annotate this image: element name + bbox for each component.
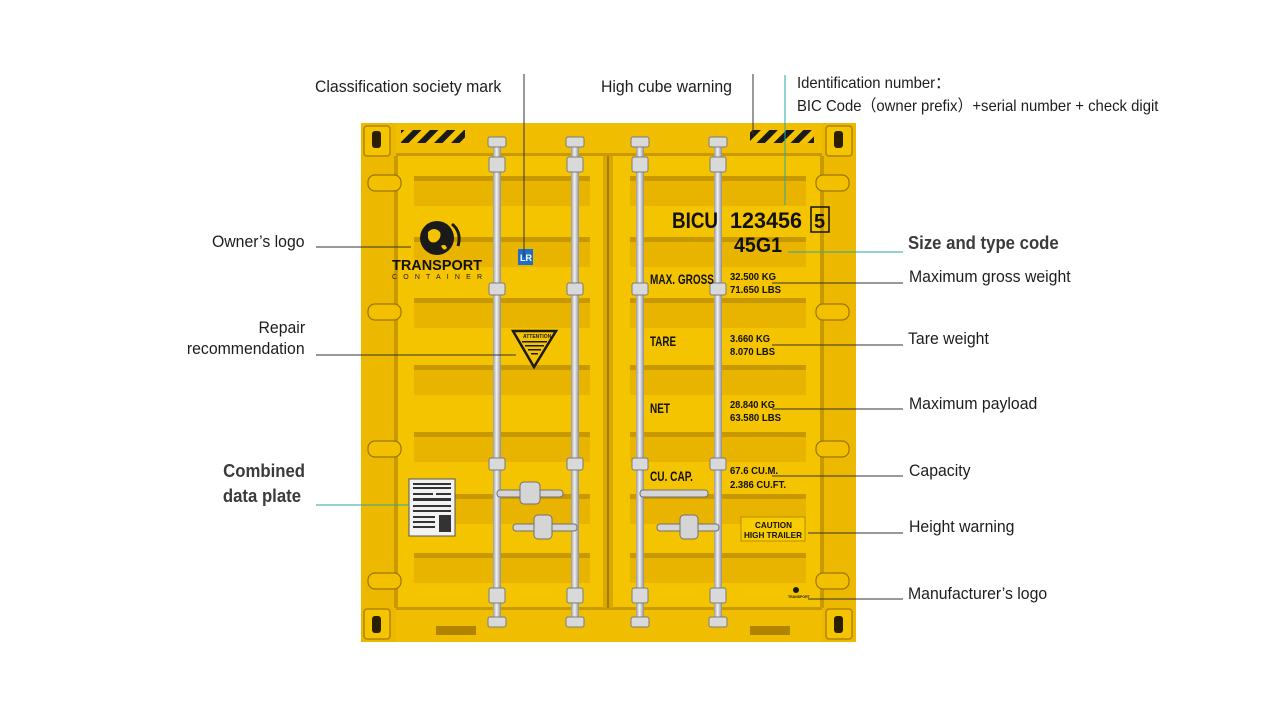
size-type-code: 45G1: [734, 234, 782, 257]
label-size-and-type-code: Size and type code: [908, 233, 1059, 253]
label-maximum-gross-weight: Maximum gross weight: [909, 267, 1071, 286]
label-manufacturers-logo: Manufacturer’s logo: [908, 584, 1048, 603]
left-corner-post: [361, 123, 396, 642]
caution-line1: CAUTION: [755, 520, 792, 530]
owner-logo-sub: CONTAINER: [392, 274, 482, 281]
check-digit: 5: [814, 211, 825, 233]
tare-kg: 3.660 KG: [730, 334, 770, 345]
lock-rods: [493, 140, 722, 626]
check-digit-box: [810, 206, 830, 233]
label-maximum-payload: Maximum payload: [909, 394, 1038, 413]
globe-logo-icon: [420, 221, 461, 255]
capacity-m3: 67.6 CU.M.: [730, 466, 778, 477]
label-identification-number: Identification number：: [797, 75, 951, 92]
classification-mark-text: LR: [520, 253, 532, 263]
label-capacity: Capacity: [909, 461, 971, 480]
leader-lines: [316, 74, 903, 600]
max-gross-lbs: 71.650 LBS: [730, 285, 781, 296]
label-height-warning: Height warning: [909, 517, 1015, 536]
capacity-label: CU. CAP.: [650, 468, 693, 484]
label-classification-society-mark: Classification society mark: [315, 77, 502, 96]
label-high-cube-warning: High cube warning: [601, 77, 732, 96]
max-gross-kg: 32.500 KG: [730, 272, 776, 283]
label-combined-data-plate-line2: data plate: [222, 486, 301, 506]
right-corner-post: [822, 123, 856, 642]
net-kg: 28.840 KG: [730, 400, 775, 411]
caution-line2: HIGH TRAILER: [744, 530, 802, 540]
max-gross-label: MAX. GROSS: [650, 271, 714, 287]
hazard-stripe-right: [750, 130, 814, 143]
tare-lbs: 8.070 LBS: [730, 347, 775, 358]
bottom-rail: [361, 608, 856, 642]
tare-label: TARE: [650, 333, 676, 349]
owner-code: BICU: [672, 208, 718, 233]
manufacturer-logo-icon: [793, 587, 799, 593]
owner-logo-name: TRANSPORT: [392, 257, 482, 274]
label-repair-line1: Repair: [258, 318, 305, 337]
door-handles: [496, 481, 720, 540]
net-lbs: 63.580 LBS: [730, 413, 781, 424]
serial-number: 123456: [730, 208, 802, 233]
classification-mark: [518, 249, 533, 265]
rod-brackets: [487, 136, 728, 628]
label-repair-line2: recommendation: [187, 339, 305, 358]
attention-text: ATTENTION: [523, 334, 552, 340]
door-hinges: [367, 174, 850, 590]
label-combined-data-plate-line1: Combined: [223, 461, 305, 481]
label-tare-weight: Tare weight: [908, 329, 989, 348]
hazard-stripe-left: [401, 130, 465, 143]
label-bic-code: BIC Code（owner prefix）+serial number + c…: [797, 98, 1159, 115]
manufacturer-logo-text: TRANSPORT: [788, 595, 811, 599]
capacity-ft3: 2.386 CU.FT.: [730, 480, 786, 491]
combined-data-plate: [408, 478, 456, 537]
height-warning-sticker: [740, 516, 806, 542]
net-label: NET: [650, 400, 670, 416]
label-owners-logo: Owner’s logo: [212, 232, 305, 251]
